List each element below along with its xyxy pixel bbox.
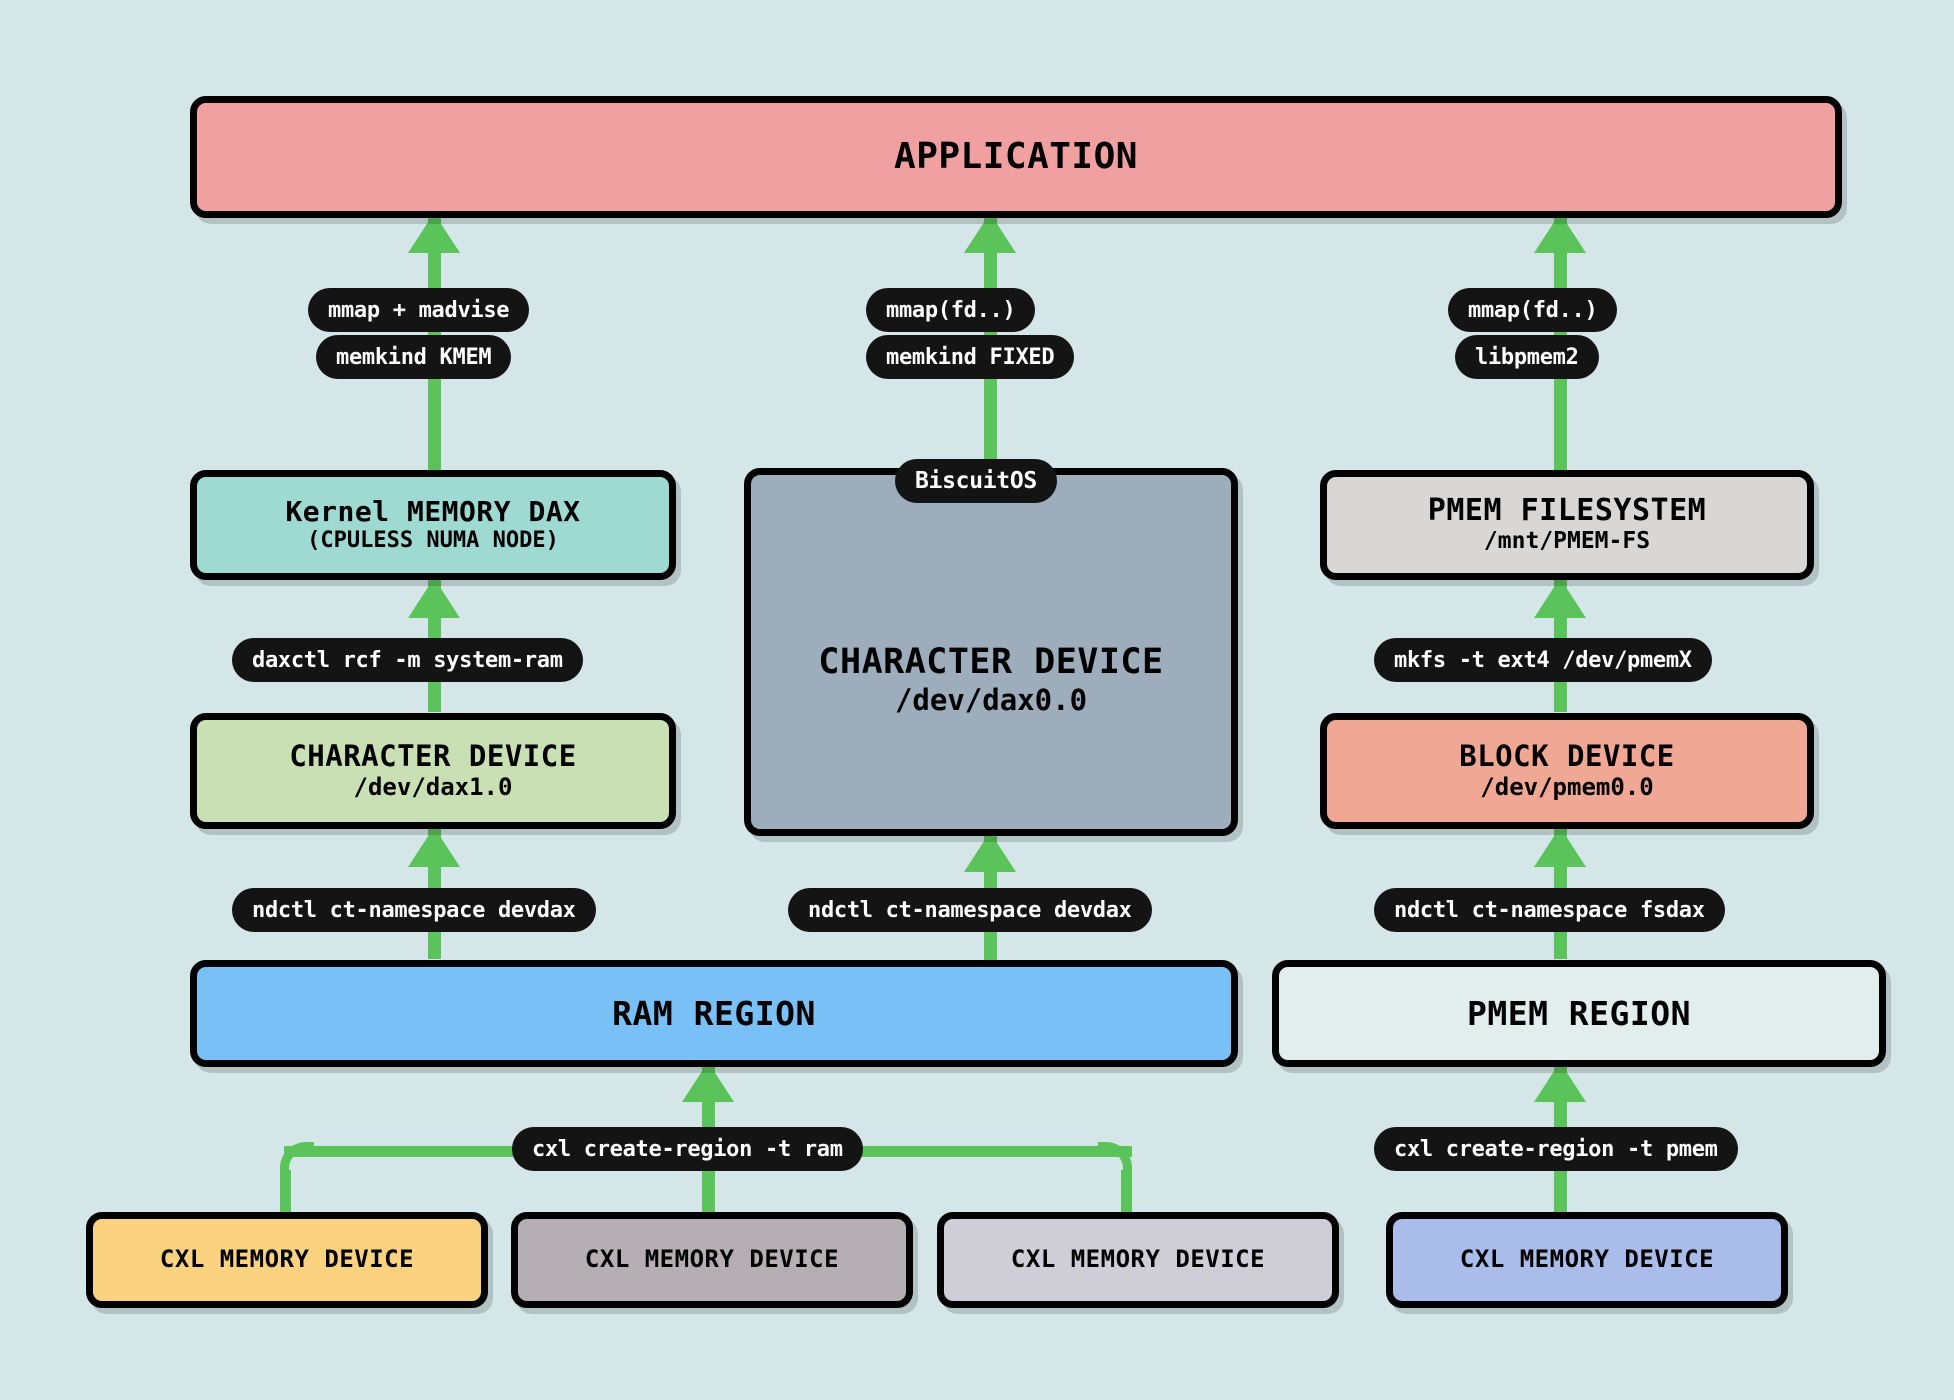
cxl-memory-device-3-label: CXL MEMORY DEVICE [1010,1245,1266,1274]
pill-daxctl-reconfigure[interactable]: daxctl rcf -m system-ram [232,638,583,682]
pmem-filesystem-title: PMEM FILESYSTEM [1427,492,1707,528]
arrow-middle-ndctl [964,832,1016,872]
pmem-filesystem-box[interactable]: PMEM FILESYSTEM /mnt/PMEM-FS [1320,470,1814,580]
middle-character-device-box[interactable]: CHARACTER DEVICE /dev/dax0.0 [744,468,1238,836]
block-device-title: BLOCK DEVICE [1459,738,1675,773]
ram-region-box[interactable]: RAM REGION [190,960,1238,1067]
pill-ndctl-fsdax[interactable]: ndctl ct-namespace fsdax [1374,888,1725,932]
pill-ndctl-devdax-left[interactable]: ndctl ct-namespace devdax [232,888,596,932]
block-device-box[interactable]: BLOCK DEVICE /dev/pmem0.0 [1320,713,1814,829]
arrow-middle-upper [964,213,1016,253]
pmem-region-label: PMEM REGION [1466,993,1692,1033]
connector-ram-dev3 [1121,1170,1132,1222]
pill-mmap-fd-right[interactable]: mmap(fd..) [1448,288,1618,332]
left-character-device-box[interactable]: CHARACTER DEVICE /dev/dax1.0 [190,713,676,829]
connector-ram-elbow-right [1098,1142,1132,1176]
middle-character-device-title: CHARACTER DEVICE [818,642,1164,683]
block-device-subtitle: /dev/pmem0.0 [1480,773,1654,802]
pill-ndctl-devdax-middle[interactable]: ndctl ct-namespace devdax [788,888,1152,932]
pill-cxl-create-region-pmem[interactable]: cxl create-region -t pmem [1374,1127,1738,1171]
application-label: APPLICATION [894,136,1138,178]
cxl-memory-device-2-label: CXL MEMORY DEVICE [584,1245,840,1274]
left-character-device-title: CHARACTER DEVICE [289,738,577,773]
pill-libpmem2[interactable]: libpmem2 [1455,335,1599,379]
cxl-memory-device-3[interactable]: CXL MEMORY DEVICE [937,1212,1339,1308]
pill-biscuitos[interactable]: BiscuitOS [895,459,1057,503]
arrow-left-ndctl [408,827,460,867]
arrow-right-mkfs [1534,578,1586,618]
ram-region-label: RAM REGION [612,993,816,1033]
connector-ram-elbow-left [280,1142,314,1176]
cxl-memory-device-4-label: CXL MEMORY DEVICE [1459,1245,1715,1274]
kernel-memory-dax-title: Kernel MEMORY DAX [285,494,581,528]
pill-memkind-kmem[interactable]: memkind KMEM [316,335,512,379]
connector-ram-dev1 [280,1170,291,1222]
cxl-memory-device-2[interactable]: CXL MEMORY DEVICE [511,1212,913,1308]
cxl-memory-device-1[interactable]: CXL MEMORY DEVICE [86,1212,488,1308]
kernel-memory-dax-box[interactable]: Kernel MEMORY DAX (CPULESS NUMA NODE) [190,470,676,580]
left-character-device-subtitle: /dev/dax1.0 [353,773,513,802]
application-box[interactable]: APPLICATION [190,96,1842,218]
pill-mmap-madvise[interactable]: mmap + madvise [308,288,530,332]
arrow-right-upper [1534,213,1586,253]
arrow-left-upper [408,213,460,253]
pill-cxl-create-region-ram[interactable]: cxl create-region -t ram [512,1127,863,1171]
arrow-ram-region [682,1062,734,1102]
arrow-pmem-region [1534,1062,1586,1102]
pill-mmap-fd-middle[interactable]: mmap(fd..) [866,288,1036,332]
pmem-region-box[interactable]: PMEM REGION [1272,960,1886,1067]
cxl-memory-device-4[interactable]: CXL MEMORY DEVICE [1386,1212,1788,1308]
arrow-left-daxctl [408,578,460,618]
kernel-memory-dax-subtitle: (CPULESS NUMA NODE) [307,527,559,553]
cxl-memory-device-1-label: CXL MEMORY DEVICE [159,1245,415,1274]
arrow-right-ndctl [1534,827,1586,867]
pill-mkfs-ext4[interactable]: mkfs -t ext4 /dev/pmemX [1374,638,1712,682]
pmem-filesystem-subtitle: /mnt/PMEM-FS [1483,528,1651,555]
pill-memkind-fixed[interactable]: memkind FIXED [866,335,1075,379]
middle-character-device-subtitle: /dev/dax0.0 [894,682,1088,717]
